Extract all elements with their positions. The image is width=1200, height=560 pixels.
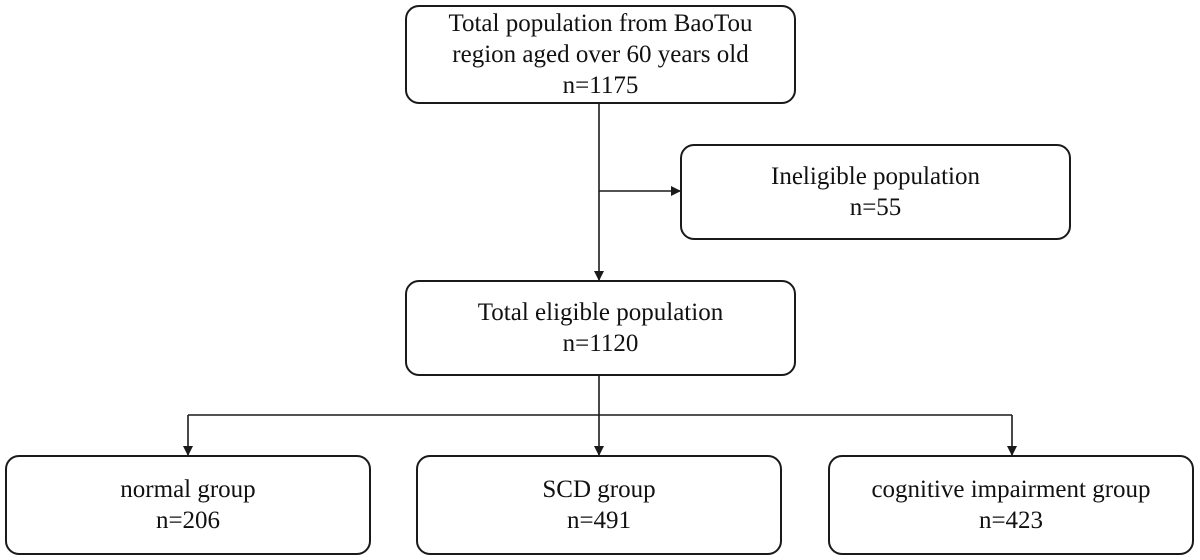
total-population-line2: region aged over 60 years old [452, 41, 749, 68]
ineligible-population-count: n=55 [849, 194, 902, 221]
total-population-line1: Total population from BaoTou [448, 10, 753, 37]
scd-group-label: SCD group [542, 476, 656, 503]
normal-group-count: n=206 [155, 507, 221, 534]
normal-group-box: normal group n=206 [5, 455, 371, 555]
cognitive-impairment-group-count: n=423 [978, 507, 1044, 534]
total-population-box: Total population from BaoTou region aged… [405, 5, 796, 104]
total-population-count: n=1175 [562, 72, 639, 99]
cognitive-impairment-group-box: cognitive impairment group n=423 [828, 455, 1194, 555]
normal-group-label: normal group [120, 476, 256, 503]
cognitive-impairment-group-label: cognitive impairment group [871, 476, 1151, 503]
scd-group-count: n=491 [566, 507, 632, 534]
scd-group-box: SCD group n=491 [416, 455, 782, 555]
ineligible-population-box: Ineligible population n=55 [680, 144, 1071, 240]
eligible-population-box: Total eligible population n=1120 [405, 280, 796, 376]
eligible-population-count: n=1120 [562, 330, 639, 357]
eligible-population-label: Total eligible population [477, 299, 724, 326]
ineligible-population-label: Ineligible population [771, 163, 980, 190]
